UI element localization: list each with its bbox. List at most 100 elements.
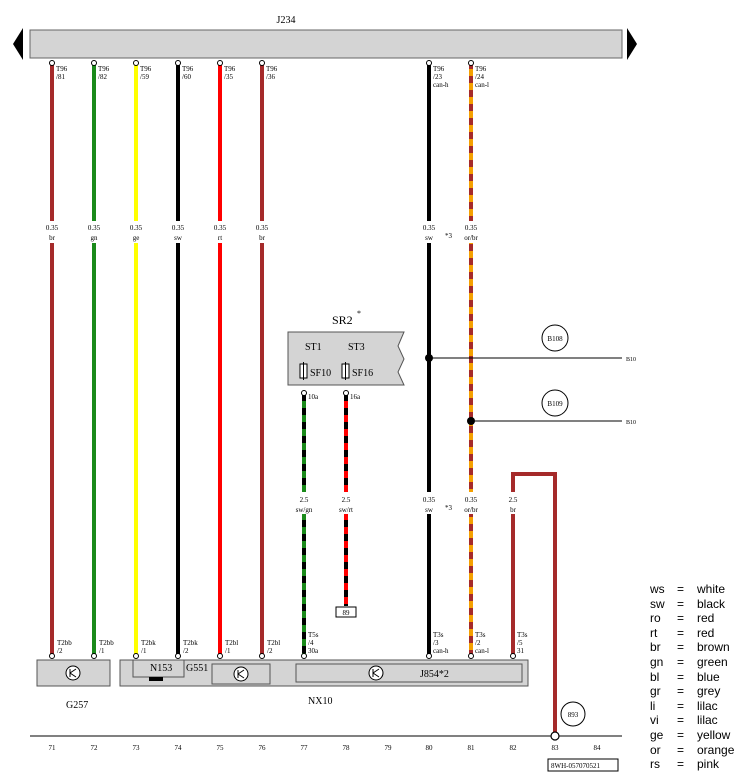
- legend-abbr: ro: [650, 611, 661, 626]
- pin-label: T2bb: [99, 639, 114, 647]
- pin-label: T96: [140, 65, 152, 73]
- component-j854: [295, 663, 523, 683]
- wire-color-code: br: [510, 506, 517, 514]
- pin-label: can-l: [475, 81, 489, 89]
- pin-label: /24: [475, 73, 484, 81]
- pin-label: /2: [267, 647, 273, 655]
- track-number: 75: [217, 744, 225, 752]
- legend-row: li=lilac: [650, 699, 754, 714]
- pin-label: /3: [433, 639, 439, 647]
- fuse-sf10-label: SF10: [310, 368, 331, 379]
- legend-eq: =: [677, 684, 685, 699]
- label-j854: J854*2: [420, 669, 449, 680]
- pin-label: T2bl: [225, 639, 238, 647]
- pin-label: /23: [433, 73, 442, 81]
- pin-label: T96: [98, 65, 110, 73]
- wire-gauge: 0.35: [46, 224, 59, 232]
- pin-label: T3s: [475, 631, 486, 639]
- pin-label: /1: [99, 647, 105, 655]
- scroll-left-arrow-icon[interactable]: [13, 28, 23, 60]
- sr-box: [287, 331, 405, 386]
- top-connector-dots: [49, 60, 474, 66]
- junction-dot: [467, 417, 475, 425]
- legend-abbr: bl: [650, 669, 660, 684]
- pin-label: /35: [224, 73, 233, 81]
- legend-color: lilac: [697, 713, 718, 728]
- ref-b108: B108: [547, 335, 563, 343]
- scroll-right-arrow-icon[interactable]: [627, 28, 637, 60]
- footer-code: 8WH-057070521: [551, 762, 600, 770]
- junction-dot: [425, 354, 433, 362]
- legend-eq: =: [677, 669, 685, 684]
- pin-label: T2bk: [183, 639, 198, 647]
- wire-color-code: or/br: [464, 506, 478, 514]
- pin-label: T2bk: [141, 639, 156, 647]
- legend-color: white: [697, 582, 726, 596]
- pin-label: /82: [98, 73, 107, 81]
- label-g257: G257: [66, 700, 88, 711]
- pin-label: /5: [517, 639, 523, 647]
- legend-color: pink: [697, 757, 720, 772]
- bottom-pin-labels: T2bb /2 T2bb /1 T2bk /1 T2bk /2 T2bl /1 …: [57, 631, 528, 655]
- wire-color-code: gn: [91, 234, 99, 242]
- ref-circle-893: [560, 701, 586, 727]
- legend-abbr: gn: [650, 654, 664, 669]
- legend-eq: =: [677, 742, 685, 757]
- ref-circle-b108: [541, 324, 569, 352]
- legend-abbr: rs: [650, 757, 660, 772]
- sr-title: SR2: [332, 313, 353, 327]
- pin-label: T2bl: [267, 639, 280, 647]
- legend-color: red: [697, 611, 715, 626]
- track-number: 71: [49, 744, 57, 752]
- legend-eq: =: [677, 611, 685, 626]
- pin-label: /60: [182, 73, 191, 81]
- legend-eq: =: [677, 654, 685, 669]
- footer-code-box: [547, 758, 619, 772]
- legend-eq: =: [677, 596, 685, 611]
- upper-wire-labels: 0.35 br 0.35 gn 0.35 ge 0.35 sw 0.35 rt …: [42, 221, 483, 243]
- top-pin-labels: T96 /81 T96 /82 T96 /59 T96 /60 T96 /35 …: [56, 65, 489, 89]
- track-number: 84: [594, 744, 602, 752]
- wire-color-code: br: [49, 234, 56, 242]
- legend-color: brown: [697, 640, 730, 655]
- pin-label: 30a: [308, 647, 319, 655]
- legend-abbr: gr: [650, 684, 661, 699]
- wire-gauge: 2.5: [342, 496, 351, 504]
- wire-color-code: sw/gn: [296, 506, 313, 514]
- legend-abbr: ws: [650, 582, 665, 596]
- pin-label: can-l: [475, 647, 489, 655]
- legend-row: sw=black: [650, 597, 754, 612]
- ref-b109: B109: [547, 400, 563, 408]
- legend-color: black: [697, 596, 726, 611]
- connector-dot: [301, 390, 307, 396]
- legend-eq: =: [677, 640, 685, 655]
- bottom-connector-dots: [49, 653, 516, 659]
- track-number: 83: [552, 744, 560, 752]
- pin-label: /2: [57, 647, 63, 655]
- lower-wire-labels: 2.5 sw/gn 2.5 sw/rt 0.35 sw *3 0.35 or/b…: [292, 492, 523, 514]
- label-nx10: NX10: [308, 696, 332, 707]
- legend-eq: =: [677, 757, 685, 772]
- sr-st3-label: ST3: [348, 342, 365, 353]
- wire-note: *3: [445, 504, 453, 512]
- sr-st1-label: ST1: [305, 342, 322, 353]
- ref-b10-a: B10: [626, 357, 636, 363]
- track-number: 73: [133, 744, 141, 752]
- wire-color-code: or/br: [464, 234, 478, 242]
- pin-label: can-h: [433, 81, 449, 89]
- wire-color-code: sw: [425, 506, 434, 514]
- legend-row: ge=yellow: [650, 728, 754, 743]
- wire-gauge: 0.35: [423, 224, 436, 232]
- ref-893: 893: [568, 711, 579, 719]
- track-number: 82: [510, 744, 518, 752]
- legend-row: br=brown: [650, 640, 754, 655]
- control-unit-title: J234: [277, 15, 296, 26]
- pin-label: /2: [183, 647, 189, 655]
- pin-label: /36: [266, 73, 275, 81]
- legend-abbr: ge: [650, 727, 664, 742]
- pin-label: T2bb: [57, 639, 72, 647]
- wire-gauge: 2.5: [300, 496, 309, 504]
- wire-color-code: sw: [425, 234, 434, 242]
- wire-gauge: 0.35: [465, 496, 478, 504]
